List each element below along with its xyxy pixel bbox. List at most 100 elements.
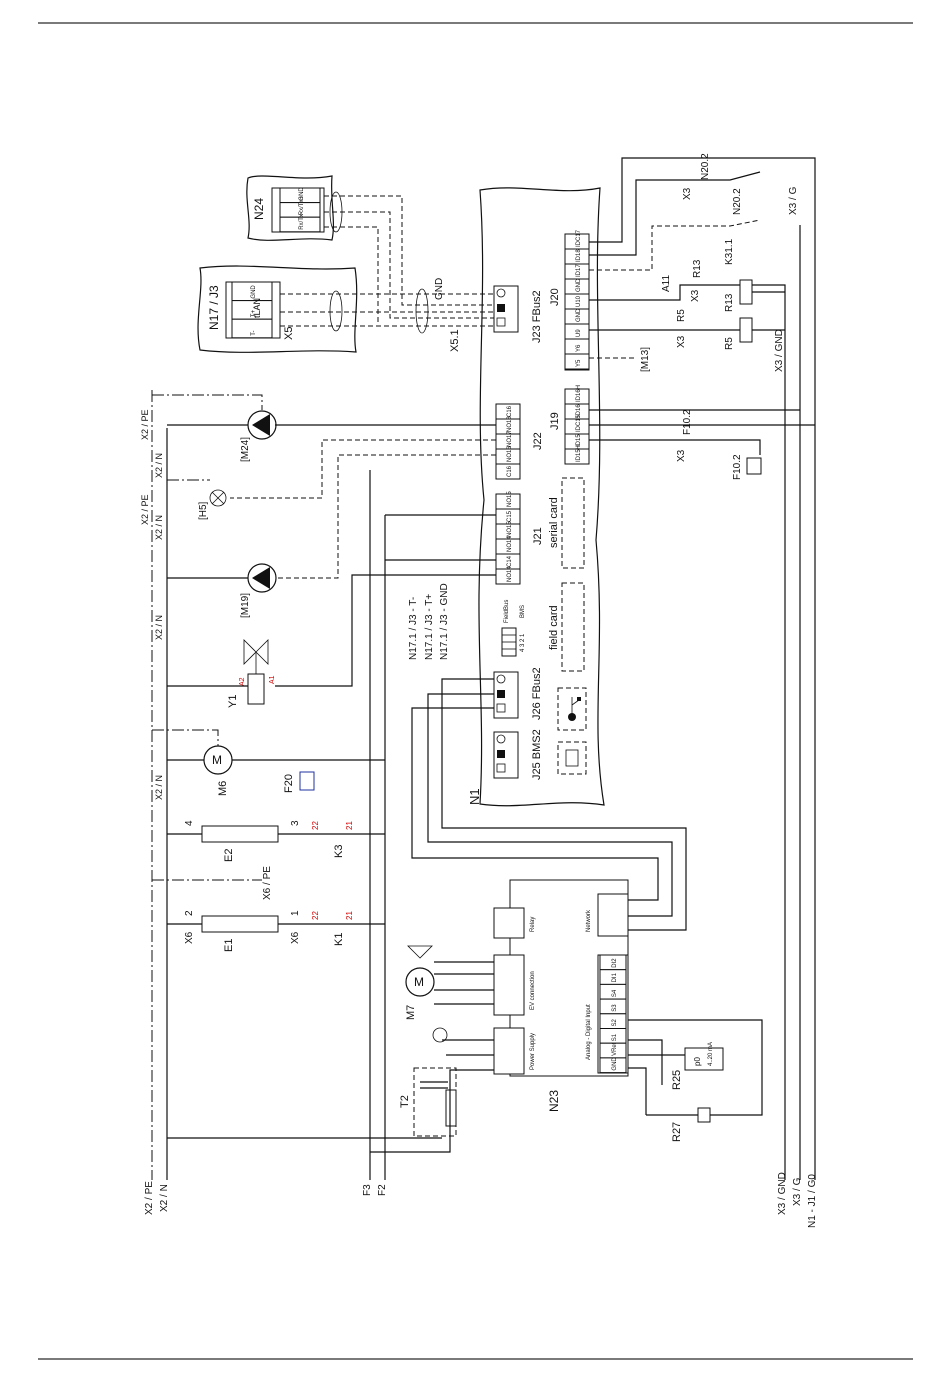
svg-text:J20: J20 [549, 288, 561, 306]
x6-pe-label: X6 / PE [262, 866, 273, 900]
h5-label: [H5] [198, 501, 209, 520]
field-card-label: field card [548, 605, 560, 650]
svg-text:4 3 2 1: 4 3 2 1 [520, 633, 526, 652]
pin-label: NO18 [507, 416, 513, 432]
pin-label: S4 [612, 989, 618, 997]
a11-label: A11 [661, 275, 672, 292]
pin-label: S2 [612, 1018, 618, 1026]
x2-n-label-m6: X2 / N [154, 775, 164, 800]
r25-range: 4..20 mA [708, 1042, 714, 1066]
wire-m19 [275, 454, 496, 579]
x2-n-label: X2 / N [159, 1184, 170, 1212]
pin-label: U9 [576, 329, 582, 337]
x3-label-f10: X3 [676, 449, 687, 462]
svg-text:FieldBus: FieldBus [504, 600, 510, 623]
svg-text:BMS: BMS [520, 605, 526, 618]
m19-pump-icon [252, 567, 270, 589]
svg-text:Relay: Relay [530, 917, 536, 932]
pin-label: ID18 [576, 249, 582, 262]
n1-j1-g0-label: N1 - J1 / G0 [807, 1174, 818, 1228]
x2-n-label-h5: X2 / N [154, 515, 164, 540]
x3-label-u10: X3 [690, 289, 701, 302]
n24-ref: N24 [252, 198, 266, 220]
f2-label: F2 [377, 1184, 388, 1196]
x3-label-n20: X3 [682, 187, 693, 200]
wire-id17 [589, 219, 761, 271]
wire-j26-rx [427, 693, 673, 917]
pin-label: GND [251, 285, 257, 299]
m7-valve-icon [407, 945, 433, 959]
r25-label: R25 [671, 1070, 683, 1090]
pin-label: NO15 [507, 521, 513, 537]
e1-term-2: 2 [184, 910, 195, 916]
n17-module-outline [197, 265, 358, 353]
m24-label: [M24] [240, 437, 251, 462]
pin-label: DI1 [612, 972, 618, 982]
pin-label: NO15 [507, 491, 513, 507]
k31-1-label: K31.1 [724, 238, 735, 265]
svg-text:J26 FBus2: J26 FBus2 [531, 667, 543, 720]
pin-label: GND [612, 1057, 618, 1071]
x3-label-u9: X3 [676, 335, 687, 348]
y1-valve-icon [243, 639, 269, 674]
pin-label: C16 [507, 405, 513, 417]
dip-switch: 4 3 2 1 FieldBus BMS [501, 600, 526, 657]
n24-bus-wire-3 [324, 226, 379, 322]
wire-h5 [230, 439, 496, 499]
x5-1-label: X5.1 [449, 329, 461, 352]
k3-22: 22 [311, 821, 320, 830]
pin-cell [495, 463, 521, 480]
n17-t-minus-label: N17.1 / J3 - T- [408, 597, 419, 660]
h5-lamp-symbol [209, 489, 227, 507]
x2-pe-label: X2 / PE [144, 1181, 155, 1215]
e1-label: E1 [223, 939, 235, 952]
x3-gnd-label-top: X3 / GND [774, 329, 785, 372]
pin-label: Y5 [576, 359, 582, 367]
x5-cable-shield [415, 288, 429, 334]
pin-label: S3 [612, 1004, 618, 1012]
connector-j23-fbus2: J23 FBus2 [493, 285, 543, 343]
svg-text:Power Supply: Power Supply [530, 1033, 536, 1070]
e1-heater [201, 915, 279, 933]
wire-id15 [589, 439, 761, 455]
m7-motor-symbol [405, 967, 435, 997]
n20-2-top-label: N20.2 [700, 153, 711, 180]
pin-label: C16 [507, 465, 513, 477]
r5-label: R5 [724, 337, 735, 350]
m7-wires [434, 961, 494, 1005]
x3-g-label: X3 / G [788, 186, 799, 215]
r13-sensor [739, 279, 753, 305]
pin-label: ID15H [576, 445, 582, 462]
k1-label: K1 [333, 933, 345, 946]
t2-wires [167, 1039, 494, 1153]
f20-label: F20 [283, 774, 295, 793]
usb-icon [568, 697, 581, 721]
m7-motor-icon: M [414, 975, 424, 989]
svg-text:Analog - Digital Input: Analog - Digital Input [586, 1004, 592, 1060]
wire-gnd-sensors [752, 291, 785, 331]
pin-label: T- [251, 330, 257, 335]
x2-n-label-m24: X2 / N [154, 453, 164, 478]
m19-label: [M19] [240, 593, 251, 618]
m6-label: M6 [217, 781, 229, 796]
pin-cell [279, 216, 321, 233]
svg-text:EV connection: EV connection [530, 971, 536, 1010]
pin-cell [599, 1057, 627, 1074]
wire-id18 [589, 171, 761, 256]
r13-label-top: R13 [692, 259, 703, 278]
e2-term-3: 3 [290, 820, 301, 826]
display-icon [565, 749, 579, 767]
pin-cell [564, 353, 590, 370]
r27-wire [628, 1019, 763, 1116]
wire-j26-gnd [441, 678, 687, 931]
pin-label: GND [576, 278, 582, 292]
x2-pe-label-h5: X2 / PE [140, 494, 150, 525]
t2-label: T2 [399, 1095, 411, 1108]
pin-label: C15 [507, 510, 513, 522]
connector-j26-fbus2: J26 FBus2 [493, 667, 543, 720]
